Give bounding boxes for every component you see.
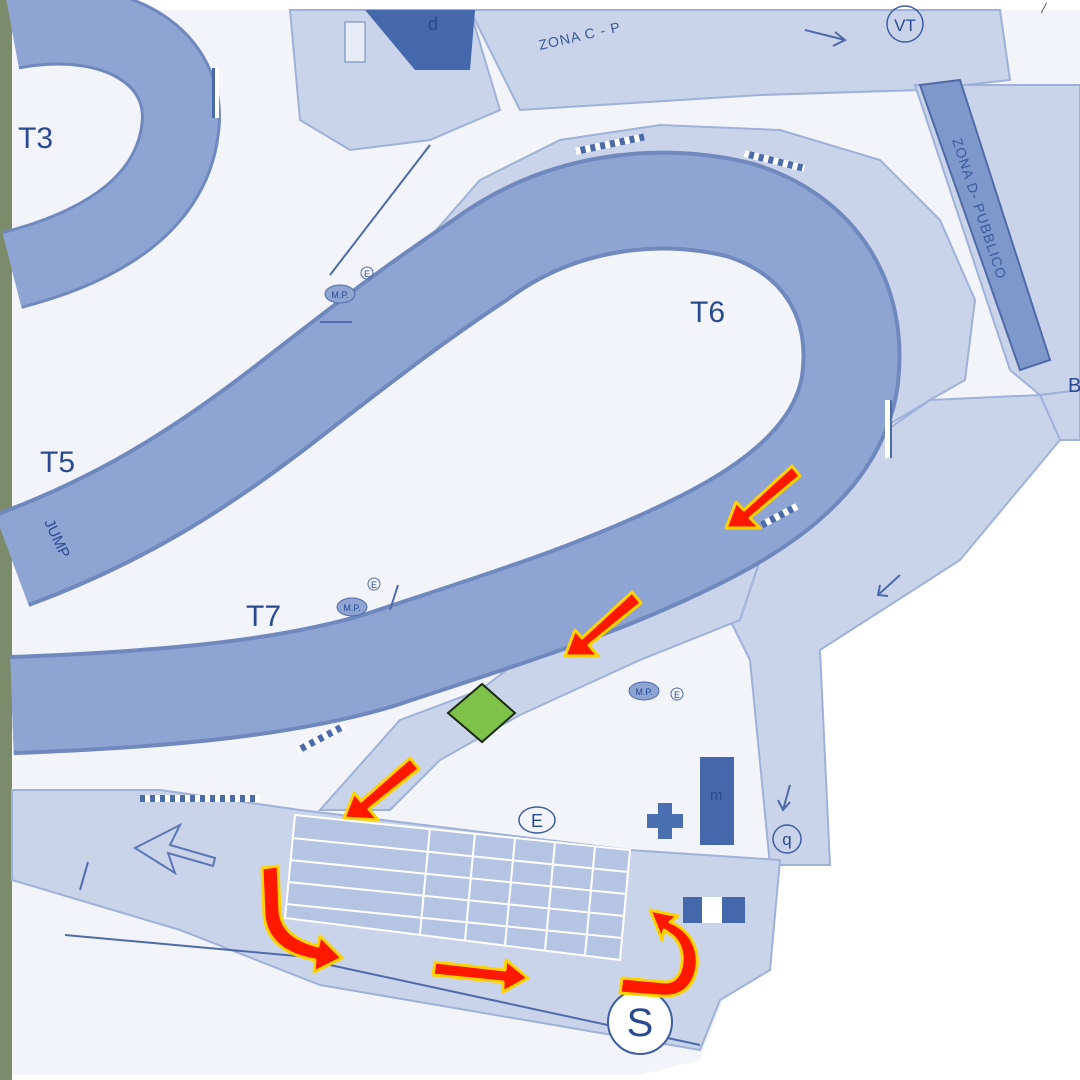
u-turn-arrow-icon [618, 908, 699, 998]
marshal-post-marker: M.P. E [324, 266, 374, 304]
e-marker-label: E [371, 580, 377, 590]
marshal-post-marker: M.P. E [628, 681, 684, 701]
turn-label-t7: T7 [246, 600, 281, 633]
race-track [0, 0, 902, 755]
marshal-post-marker: M.P. E [336, 577, 381, 617]
start-marker: S [607, 989, 673, 1055]
mp-label: M.P. [343, 603, 360, 613]
direction-arrows [260, 464, 802, 998]
start-label: S [627, 1001, 654, 1045]
green-marker-icon [446, 682, 517, 744]
e-marker-label: E [674, 690, 680, 700]
b-label: B [1068, 375, 1080, 397]
small-arrow-icon [777, 784, 791, 812]
mp-label: M.P. [635, 687, 652, 697]
d-label: d [428, 14, 438, 34]
e-marker-label: E [364, 269, 370, 279]
turn-label-t6: T6 [690, 296, 725, 329]
direction-arrow-icon [724, 464, 802, 530]
turn-label-t3: T3 [18, 122, 53, 155]
first-aid-cross-icon [647, 803, 683, 839]
small-arrow-icon [804, 29, 847, 47]
q-label: q [782, 830, 791, 849]
small-arrow-icon [876, 574, 901, 597]
u-turn-arrow-icon [260, 864, 344, 974]
kerbs [140, 68, 892, 802]
starting-grid [283, 813, 632, 962]
direction-arrow-icon [342, 756, 421, 822]
q-marker: q [772, 824, 802, 854]
direction-arrow-icon [563, 590, 643, 658]
structures [344, 10, 1052, 923]
vt-marker: VT [886, 5, 924, 43]
mp-label: M.P. [331, 290, 348, 300]
direction-arrow-icon [431, 958, 530, 994]
corner-mark: / [1041, 0, 1046, 17]
e-circle-marker: E [518, 806, 556, 834]
vt-label: VT [894, 16, 916, 35]
left-arrow-icon [132, 822, 217, 876]
turn-label-t5: T5 [40, 446, 75, 479]
e-circle-label: E [531, 811, 543, 831]
m-label: m [710, 787, 723, 804]
